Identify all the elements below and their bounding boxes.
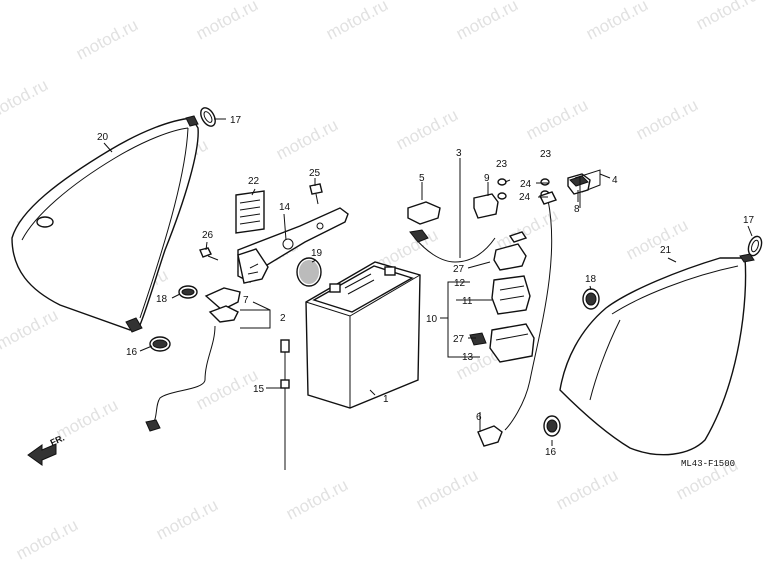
callout-9: 9	[484, 173, 490, 184]
left-side-cover	[11, 115, 199, 333]
front-arrow: FR.	[27, 433, 66, 466]
watermark-text: motod.ru	[193, 0, 261, 44]
watermark-text: motod.ru	[283, 475, 351, 523]
callout-16-left: 16	[126, 347, 138, 358]
callout-10: 10	[426, 314, 438, 325]
grommet-hole	[36, 216, 54, 228]
watermark-text: motod.ru	[523, 95, 591, 143]
watermark-text: motod.ru	[623, 215, 691, 263]
callout-27-lower: 27	[453, 334, 465, 345]
watermark-text: motod.ru	[633, 95, 701, 143]
callout-2: 2	[280, 313, 286, 324]
watermark-text: motod.ru	[0, 305, 61, 353]
watermark-text: motod.ru	[453, 0, 521, 44]
callout-13: 13	[462, 352, 474, 363]
callout-19: 19	[311, 248, 323, 259]
watermark-text: motod.ru	[73, 15, 141, 63]
callout-17-left: 17	[230, 115, 242, 126]
callout-21: 21	[660, 245, 672, 256]
label-sticker	[235, 190, 265, 234]
callout-3: 3	[456, 148, 462, 159]
leader-lines	[103, 118, 753, 446]
grommet-18-right	[582, 288, 600, 310]
callout-6: 6	[476, 412, 482, 423]
watermark-text: motod.ru	[693, 0, 761, 34]
rubber-pad	[296, 257, 322, 287]
callout-14: 14	[279, 202, 291, 213]
watermark-text: motod.ru	[493, 205, 561, 253]
callout-15: 15	[253, 384, 265, 395]
callout-27-upper: 27	[453, 264, 465, 275]
diagram-code: ML43-F1500	[681, 459, 735, 469]
callout-20: 20	[97, 132, 109, 143]
callout-11: 11	[462, 296, 473, 307]
callout-7: 7	[243, 295, 249, 306]
callout-17-right: 17	[743, 215, 755, 226]
battery-bracket	[237, 207, 349, 284]
watermark-text: motod.ru	[583, 0, 651, 44]
callout-25: 25	[309, 168, 321, 179]
watermark-text: motod.ru	[413, 465, 481, 513]
callout-8: 8	[574, 204, 580, 215]
callout-24-lower: 24	[519, 192, 531, 203]
negative-cable	[145, 287, 241, 432]
callout-18-left: 18	[156, 294, 168, 305]
relay-holder	[469, 323, 535, 363]
callout-24-upper: 24	[520, 179, 532, 190]
callout-23-right: 23	[540, 149, 552, 160]
terminal-cover-9	[473, 193, 499, 219]
callout-1: 1	[383, 394, 389, 405]
positive-cable	[409, 229, 496, 263]
bolt-26	[199, 247, 219, 261]
callout-16-right: 16	[545, 447, 557, 458]
grommet-16-right	[543, 415, 561, 437]
callout-23-left: 23	[496, 159, 508, 170]
grommet-16-left	[149, 336, 171, 352]
watermark-text: motod.ru	[393, 105, 461, 153]
callout-12: 12	[454, 278, 466, 289]
starter-relay	[491, 231, 531, 315]
bolt-25	[309, 183, 323, 205]
grommet-17-right	[747, 235, 763, 257]
watermark-text: motod.ru	[553, 465, 621, 513]
watermark-text: motod.ru	[153, 495, 221, 543]
watermark-text: motod.ru	[273, 115, 341, 163]
callout-18-right: 18	[585, 274, 597, 285]
callout-26: 26	[202, 230, 214, 241]
right-side-cover	[559, 253, 755, 456]
watermark-text: motod.ru	[0, 75, 51, 123]
watermark-text: motod.ru	[13, 515, 81, 563]
terminal-cover-5	[407, 201, 441, 225]
starter-cable	[477, 191, 557, 447]
callout-4: 4	[612, 175, 618, 186]
battery	[305, 261, 421, 409]
grommet-17-left	[200, 107, 216, 127]
callout-22: 22	[248, 176, 260, 187]
breather-tube	[280, 339, 290, 470]
callout-5: 5	[419, 173, 425, 184]
grommet-18-left	[178, 285, 198, 299]
callout-labels: 1 2 3 4 5 6 7 8 9 10 11 12 13 14 15 16 1…	[97, 115, 755, 458]
watermark-text: motod.ru	[323, 0, 391, 44]
watermark-text: motod.ru	[193, 365, 261, 413]
